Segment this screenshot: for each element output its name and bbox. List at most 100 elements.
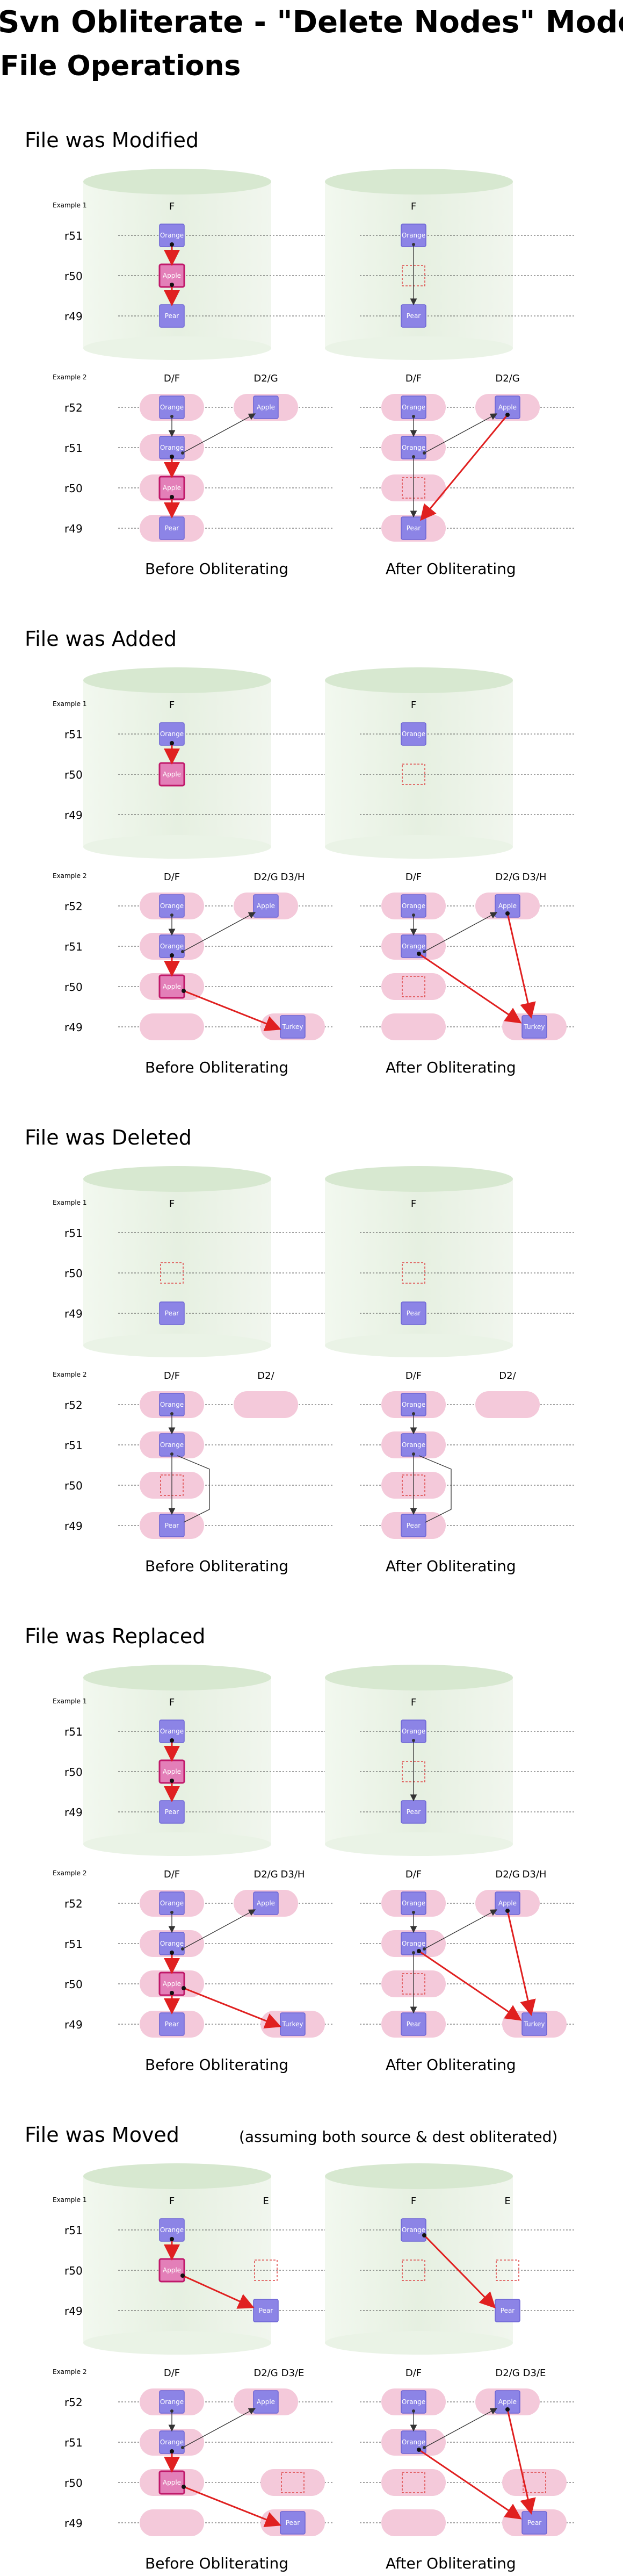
- node-label: Pear: [407, 1309, 421, 1317]
- revision-label: r49: [64, 809, 83, 822]
- arrow-origin-dot: [181, 1947, 184, 1951]
- file-node: [401, 2218, 426, 2242]
- repository-cylinder-base: [83, 1334, 271, 1357]
- caption-after: After Obliterating: [386, 2056, 516, 2074]
- arrow-origin-dot: [505, 413, 510, 417]
- node-label: Orange: [402, 2226, 425, 2234]
- history-arrow: [182, 413, 256, 454]
- repository-cylinder-top: [325, 169, 513, 195]
- file-node: [253, 894, 279, 918]
- node-label: Orange: [402, 1401, 425, 1408]
- arrow-origin-dot: [170, 2409, 173, 2413]
- node-label: Orange: [402, 902, 425, 910]
- revision-label: r52: [64, 1897, 83, 1910]
- node-label: Orange: [160, 942, 184, 950]
- node-label: Apple: [257, 902, 275, 910]
- path-header: F: [169, 700, 175, 711]
- history-arrow-red: [183, 990, 281, 1031]
- file-node: [253, 395, 279, 419]
- node-label: Orange: [402, 942, 425, 950]
- arrow-origin-dot: [505, 1909, 510, 1913]
- arrow-origin-dot: [182, 1986, 186, 1990]
- path-header: D/F: [405, 1370, 422, 1381]
- revision-label: r51: [64, 728, 83, 741]
- arrow-origin-dot: [170, 283, 174, 287]
- node-label: Apple: [163, 2479, 181, 2486]
- arrow-origin-dot: [423, 2446, 426, 2449]
- revision-label: r49: [64, 522, 83, 535]
- delete-connector: [418, 1455, 452, 1523]
- section-title: File was Modified: [25, 128, 199, 152]
- caption-after: After Obliterating: [386, 560, 516, 578]
- path-header: D2/: [257, 1370, 274, 1381]
- path-header: D2/G: [253, 2368, 278, 2379]
- deleted-node-placeholder: [402, 2472, 425, 2493]
- repository-cylinder-top: [83, 1665, 271, 1690]
- node-label: Pear: [259, 2307, 273, 2314]
- repository-cylinder-body: [325, 680, 513, 847]
- arrow-origin-dot: [170, 242, 174, 247]
- revision-label: r51: [64, 442, 83, 455]
- node-label: Pear: [501, 2307, 515, 2314]
- arrow-origin-dot: [412, 2409, 415, 2413]
- node-label: Pear: [407, 312, 421, 320]
- repository-cylinder-top: [83, 2163, 271, 2189]
- history-arrow: [424, 2408, 498, 2448]
- arrow-origin-dot: [181, 2446, 184, 2449]
- repository-cylinder-base: [83, 835, 271, 859]
- arrow-origin-dot: [422, 2233, 426, 2237]
- arrow-origin-dot: [412, 1412, 415, 1415]
- history-arrow-red: [506, 913, 536, 1019]
- revision-label: r49: [64, 2018, 83, 2031]
- section-title: File was Replaced: [25, 1624, 205, 1648]
- arrow-origin-dot: [182, 2485, 186, 2489]
- history-arrow-red: [183, 1987, 281, 2028]
- caption-before: Before Obliterating: [145, 2056, 288, 2074]
- deleted-node-placeholder: [281, 2472, 305, 2493]
- example-label: Example 1: [53, 202, 87, 209]
- revision-pill: [234, 1391, 298, 1418]
- revision-label: r52: [64, 1399, 83, 1412]
- node-label: Orange: [160, 730, 184, 738]
- deleted-node-placeholder: [523, 2472, 546, 2493]
- history-arrow: [424, 413, 498, 454]
- node-label: Orange: [402, 1899, 425, 1907]
- example-label: Example 2: [53, 373, 87, 381]
- file-node: [253, 2299, 279, 2322]
- deleted-node-placeholder: [402, 2260, 425, 2281]
- path-header: D2/G: [253, 872, 278, 883]
- repository-cylinder-base: [83, 336, 271, 360]
- arrow-origin-dot: [412, 415, 415, 418]
- revision-label: r50: [64, 1479, 83, 1492]
- history-arrow-red: [418, 1950, 522, 2021]
- arrow-origin-dot: [170, 741, 174, 745]
- path-header: E: [263, 2196, 269, 2207]
- path-header: D/F: [164, 1370, 180, 1381]
- node-label: Orange: [402, 1728, 425, 1735]
- revision-label: r51: [64, 1725, 83, 1738]
- revision-pill: [260, 2469, 325, 2496]
- arrow-origin-dot: [412, 1911, 415, 1914]
- node-label: Apple: [163, 1768, 181, 1775]
- arrow-origin-dot: [423, 950, 426, 953]
- node-label: Orange: [402, 404, 425, 411]
- node-label: Orange: [160, 1940, 184, 1947]
- path-header: D/F: [164, 1869, 180, 1880]
- arrow-origin-dot: [505, 2407, 510, 2412]
- arrow-origin-dot: [170, 1452, 173, 1456]
- revision-pill: [381, 973, 446, 1000]
- path-header: D/F: [405, 2368, 422, 2379]
- node-label: Turkey: [281, 1023, 303, 1031]
- arrow-origin-dot: [180, 2273, 185, 2278]
- node-label: Apple: [498, 404, 517, 411]
- node-label: Apple: [257, 404, 275, 411]
- history-arrow-red: [506, 1910, 536, 2016]
- node-label: Orange: [160, 1899, 184, 1907]
- path-header: D3/H: [281, 1869, 305, 1880]
- node-label: Pear: [165, 524, 179, 532]
- node-label: Apple: [498, 2398, 517, 2406]
- caption-before: Before Obliterating: [145, 2555, 288, 2572]
- arrow-origin-dot: [170, 2449, 174, 2453]
